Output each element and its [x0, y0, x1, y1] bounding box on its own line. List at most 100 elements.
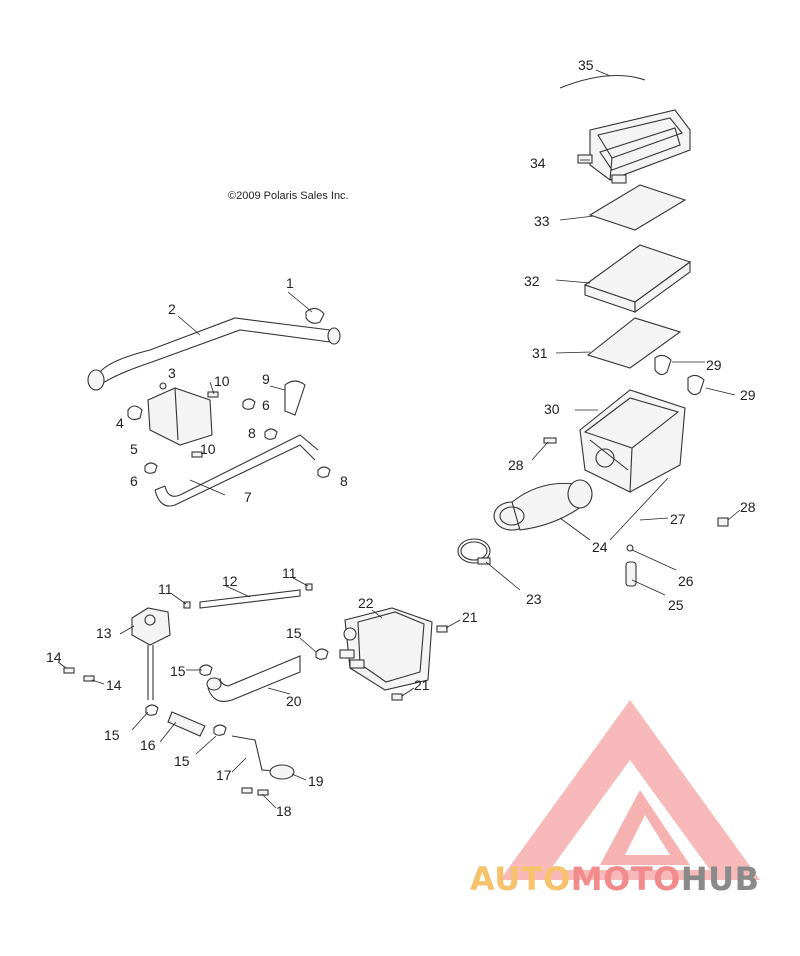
- clamp: [315, 648, 329, 660]
- label-15c: 15: [170, 663, 186, 679]
- label-20: 20: [286, 693, 302, 709]
- hose: [167, 711, 206, 737]
- valve-body: [147, 387, 213, 446]
- label-34: 34: [530, 155, 546, 171]
- label-8a: 8: [248, 425, 256, 441]
- label-4: 4: [116, 415, 124, 431]
- filter-plate: [586, 317, 682, 369]
- cover-seal: [559, 74, 646, 89]
- label-15d: 15: [286, 625, 302, 641]
- label-12: 12: [222, 573, 238, 589]
- label-14a: 14: [46, 649, 62, 665]
- clamp: [127, 405, 143, 421]
- filter-screen: [588, 184, 687, 231]
- label-16: 16: [140, 737, 156, 753]
- screw: [543, 437, 557, 444]
- watermark-part-auto: AUTO: [470, 860, 571, 898]
- label-29a: 29: [706, 357, 722, 373]
- label-21a: 21: [462, 609, 478, 625]
- drain-tube: [625, 561, 637, 587]
- hose: [284, 380, 306, 416]
- label-2: 2: [168, 301, 176, 317]
- clip: [654, 354, 672, 376]
- copyright-text: ©2009 Polaris Sales Inc.: [228, 190, 349, 202]
- clamp: [305, 307, 325, 324]
- label-11b: 11: [282, 565, 297, 581]
- drain-plug: [626, 544, 634, 552]
- resonator-box: [339, 607, 433, 691]
- label-13: 13: [96, 625, 112, 641]
- clamp: [317, 466, 331, 478]
- breather-hose: [87, 317, 341, 391]
- label-9: 9: [262, 371, 270, 387]
- label-8b: 8: [340, 473, 348, 489]
- screw: [241, 787, 253, 794]
- label-3: 3: [168, 365, 176, 381]
- nut: [183, 601, 191, 609]
- label-23: 23: [526, 591, 542, 607]
- screw: [207, 391, 219, 398]
- label-1: 1: [286, 275, 294, 291]
- screw: [63, 667, 75, 674]
- clamp: [264, 428, 278, 440]
- label-5: 5: [130, 441, 138, 457]
- label-15b: 15: [174, 753, 190, 769]
- intake-hose: [206, 655, 301, 703]
- label-28a: 28: [508, 457, 524, 473]
- screw: [191, 451, 203, 458]
- tube: [199, 589, 301, 609]
- label-6a: 6: [262, 397, 270, 413]
- clamp: [199, 664, 213, 676]
- label-25: 25: [668, 597, 684, 613]
- label-19: 19: [308, 773, 324, 789]
- airbox-cover: [577, 109, 691, 184]
- screw: [257, 789, 269, 796]
- label-15a: 15: [104, 727, 120, 743]
- label-31: 31: [532, 345, 548, 361]
- automotohub-logo: [500, 700, 760, 880]
- intake-boot: [493, 479, 593, 531]
- nut: [159, 382, 167, 390]
- watermark-brand: AUTOMOTOHUB: [470, 860, 760, 898]
- label-10b: 10: [200, 441, 216, 457]
- label-28b: 28: [740, 499, 756, 515]
- label-11a: 11: [158, 581, 173, 597]
- vent-hose: [154, 434, 319, 507]
- screw: [83, 675, 95, 682]
- label-21b: 21: [414, 677, 430, 693]
- filter-element: [583, 244, 692, 314]
- check-valve: [131, 607, 171, 700]
- tube-bracket: [269, 764, 295, 780]
- label-7: 7: [244, 489, 252, 505]
- label-6b: 6: [130, 473, 138, 489]
- leader-lines: [57, 69, 741, 809]
- label-17: 17: [216, 767, 232, 783]
- screw: [391, 693, 403, 701]
- label-24: 24: [592, 539, 608, 555]
- part-labels: 1 2 3 4 5 6 6 7 8 8 9 10 10 11 11 12 13 …: [46, 57, 756, 819]
- label-27: 27: [670, 511, 686, 527]
- clamp: [242, 398, 256, 410]
- hose-clamp: [457, 538, 491, 565]
- label-33: 33: [534, 213, 550, 229]
- label-22: 22: [358, 595, 374, 611]
- label-10a: 10: [214, 373, 230, 389]
- airbox: [579, 389, 686, 493]
- clamp: [144, 462, 158, 474]
- label-26: 26: [678, 573, 694, 589]
- label-30: 30: [544, 401, 560, 417]
- label-32: 32: [524, 273, 540, 289]
- label-29b: 29: [740, 387, 756, 403]
- clip: [687, 374, 705, 396]
- label-18: 18: [276, 803, 292, 819]
- label-35: 35: [578, 57, 594, 73]
- screw: [436, 625, 448, 633]
- screw: [717, 517, 729, 527]
- clamp: [213, 724, 227, 736]
- clamp: [145, 704, 159, 716]
- watermark-part-moto: MOTO: [570, 860, 681, 898]
- watermark-part-hub: HUB: [680, 860, 760, 898]
- nut: [305, 583, 313, 591]
- label-14b: 14: [106, 677, 122, 693]
